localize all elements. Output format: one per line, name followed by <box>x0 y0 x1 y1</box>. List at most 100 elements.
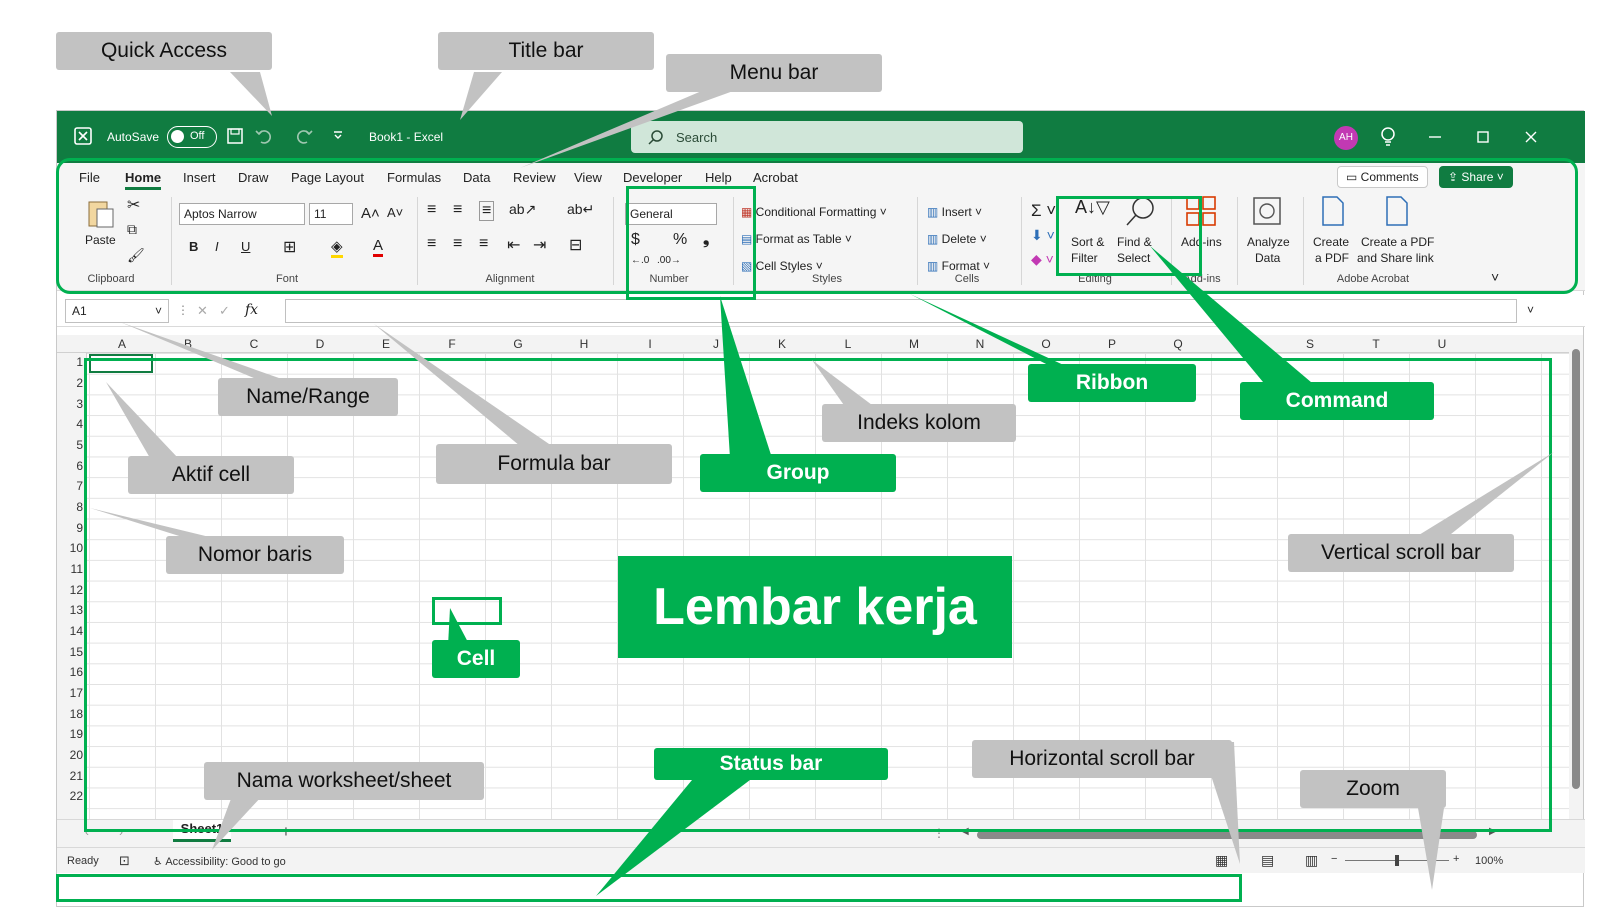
conditional-formatting-button[interactable]: ▦ Conditional Formatting ˅ <box>741 205 887 219</box>
sort-filter-label-2[interactable]: Filter <box>1071 251 1098 265</box>
column-header[interactable]: J <box>713 337 719 351</box>
row-header[interactable]: 3 <box>76 397 83 411</box>
sort-filter-label-1[interactable]: Sort & <box>1071 235 1105 249</box>
menu-data[interactable]: Data <box>463 170 491 185</box>
next-sheet-icon[interactable]: › <box>119 825 123 839</box>
row-header[interactable]: 15 <box>69 645 83 659</box>
row-header[interactable]: 12 <box>69 583 83 597</box>
search-box[interactable]: Search <box>631 121 1023 153</box>
horizontal-scrollbar[interactable] <box>977 831 1477 839</box>
row-header[interactable]: 13 <box>69 603 83 617</box>
autosum-icon[interactable]: Σ ˅ <box>1031 201 1057 220</box>
font-name-dropdown[interactable]: Aptos Narrow <box>179 203 305 225</box>
row-header[interactable]: 10 <box>69 541 83 555</box>
expand-formula-icon[interactable]: ˅ <box>1527 303 1535 317</box>
font-size-dropdown[interactable]: 11 <box>309 203 353 225</box>
orientation-icon[interactable]: ab↗ <box>509 201 537 217</box>
row-header[interactable]: 7 <box>76 479 83 493</box>
share-button[interactable]: ⇪ Share ˅ <box>1439 166 1513 188</box>
clear-icon[interactable]: ◆ ˅ <box>1031 251 1054 267</box>
customize-qat-icon[interactable] <box>331 127 345 143</box>
row-header[interactable]: 21 <box>69 769 83 783</box>
create-pdf-label-1[interactable]: Create <box>1313 235 1350 249</box>
zoom-in-icon[interactable]: + <box>1453 853 1460 865</box>
accessibility-status[interactable]: ♿ Accessibility: Good to go <box>153 855 286 868</box>
cell-styles-button[interactable]: ▧ Cell Styles ˅ <box>741 259 823 273</box>
menu-help[interactable]: Help <box>705 170 732 185</box>
ribbon-collapse-icon[interactable]: ˅ <box>1491 269 1500 285</box>
column-header[interactable]: B <box>183 337 192 351</box>
copy-icon[interactable]: ⧉ <box>127 221 137 237</box>
name-box[interactable]: A1 ˅ <box>65 299 169 323</box>
paste-icon[interactable] <box>85 197 115 229</box>
column-header[interactable]: P <box>1107 337 1116 351</box>
column-header[interactable]: A <box>117 337 126 351</box>
find-select-label-2[interactable]: Select <box>1117 251 1151 265</box>
save-icon[interactable] <box>225 126 245 146</box>
underline-icon[interactable]: U <box>241 239 251 254</box>
menu-view[interactable]: View <box>574 170 602 185</box>
column-header[interactable]: S <box>1305 337 1314 351</box>
align-bottom-icon[interactable]: ≡ <box>479 201 495 221</box>
row-header[interactable]: 17 <box>69 686 83 700</box>
row-header[interactable]: 6 <box>76 459 83 473</box>
more-icon[interactable]: ⋮ <box>177 303 189 317</box>
row-header[interactable]: 20 <box>69 748 83 762</box>
column-header[interactable]: L <box>844 337 852 351</box>
format-cells-button[interactable]: ▥ Format ˅ <box>927 259 991 273</box>
row-header[interactable]: 9 <box>76 521 83 535</box>
borders-icon[interactable]: ⊞ <box>283 239 297 256</box>
column-header[interactable]: C <box>249 337 259 351</box>
column-header[interactable]: D <box>315 337 325 351</box>
row-header[interactable]: 16 <box>69 665 83 679</box>
column-header[interactable]: N <box>975 337 985 351</box>
column-header[interactable]: U <box>1437 337 1447 351</box>
vertical-scrollbar[interactable] <box>1569 335 1583 819</box>
comma-style-icon[interactable]: ❟ <box>703 231 710 248</box>
comments-button[interactable]: ▭ Comments <box>1337 166 1428 188</box>
close-icon[interactable] <box>1523 129 1539 145</box>
align-top-icon[interactable]: ≡ <box>427 201 437 218</box>
confirm-entry-icon[interactable]: ✓ <box>219 303 230 318</box>
align-left-icon[interactable]: ≡ <box>427 235 437 252</box>
vertical-scroll-thumb[interactable] <box>1572 349 1580 789</box>
delete-cells-button[interactable]: ▥ Delete ˅ <box>927 232 987 246</box>
autosave-toggle[interactable]: Off <box>167 126 217 148</box>
number-format-dropdown[interactable]: General <box>625 203 717 225</box>
currency-icon[interactable]: $ <box>631 231 640 248</box>
cancel-entry-icon[interactable]: ✕ <box>197 303 208 318</box>
paste-label[interactable]: Paste <box>85 233 116 247</box>
row-header[interactable]: 2 <box>76 376 83 390</box>
column-header[interactable]: M <box>909 337 919 351</box>
column-header[interactable]: H <box>579 337 589 351</box>
sort-filter-icon[interactable]: A↓▽ <box>1075 197 1110 217</box>
maximize-icon[interactable] <box>1475 129 1491 145</box>
percent-icon[interactable]: % <box>673 231 688 248</box>
column-header[interactable]: T <box>1372 337 1380 351</box>
redo-icon[interactable] <box>293 126 317 146</box>
row-header[interactable]: 1 <box>76 355 83 369</box>
align-center-icon[interactable]: ≡ <box>453 235 463 252</box>
align-middle-icon[interactable]: ≡ <box>453 201 463 218</box>
zoom-out-icon[interactable]: − <box>1331 853 1338 865</box>
column-header[interactable]: F <box>448 337 456 351</box>
page-layout-view-icon[interactable]: ▤ <box>1261 852 1275 868</box>
menu-acrobat[interactable]: Acrobat <box>753 170 798 185</box>
share-pdf-icon[interactable] <box>1383 195 1411 227</box>
increase-decimal-icon[interactable]: ←.0 <box>631 255 650 266</box>
share-pdf-label-2[interactable]: and Share link <box>1357 251 1434 265</box>
find-select-label-1[interactable]: Find & <box>1117 235 1152 249</box>
prev-sheet-icon[interactable]: ‹ <box>85 825 89 839</box>
grow-font-icon[interactable]: A˄ <box>361 205 380 222</box>
zoom-level[interactable]: 100% <box>1475 855 1504 867</box>
menu-formulas[interactable]: Formulas <box>387 170 442 185</box>
align-right-icon[interactable]: ≡ <box>479 235 489 252</box>
column-header[interactable]: E <box>381 337 390 351</box>
cut-icon[interactable]: ✂ <box>127 197 141 214</box>
insert-cells-button[interactable]: ▥ Insert ˅ <box>927 205 983 219</box>
row-header[interactable]: 18 <box>69 707 83 721</box>
column-header[interactable]: Q <box>1173 337 1183 351</box>
row-header[interactable]: 14 <box>69 624 83 638</box>
zoom-slider-thumb[interactable] <box>1395 855 1399 866</box>
undo-icon[interactable] <box>253 126 277 146</box>
